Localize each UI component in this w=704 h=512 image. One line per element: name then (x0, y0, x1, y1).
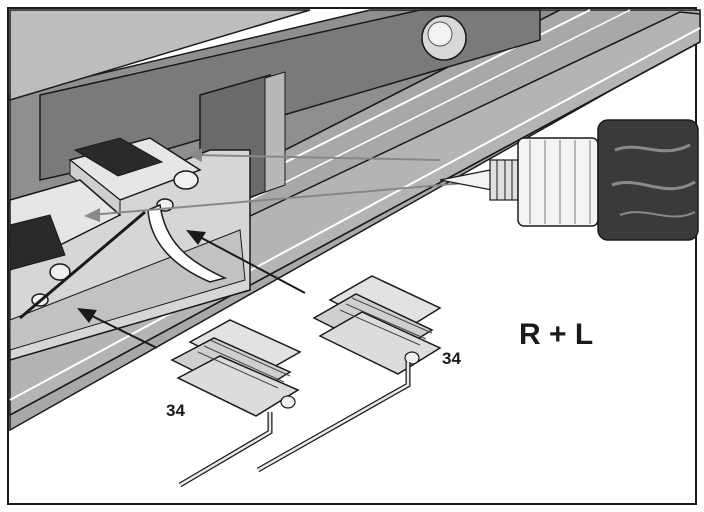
part-number-right: 34 (442, 349, 461, 368)
side-note-label: R + L (519, 318, 593, 351)
part-number-left: 34 (166, 401, 185, 420)
clip-part-left (170, 319, 302, 488)
direction-arrow-lower (77, 308, 158, 349)
adhesive-tube (439, 119, 699, 241)
installed-hinges (9, 137, 228, 320)
clip-part-right (256, 275, 442, 473)
frame-rail (9, 9, 701, 432)
direction-arrow-upper (186, 230, 306, 294)
insertion-guide-arrows (84, 148, 501, 222)
